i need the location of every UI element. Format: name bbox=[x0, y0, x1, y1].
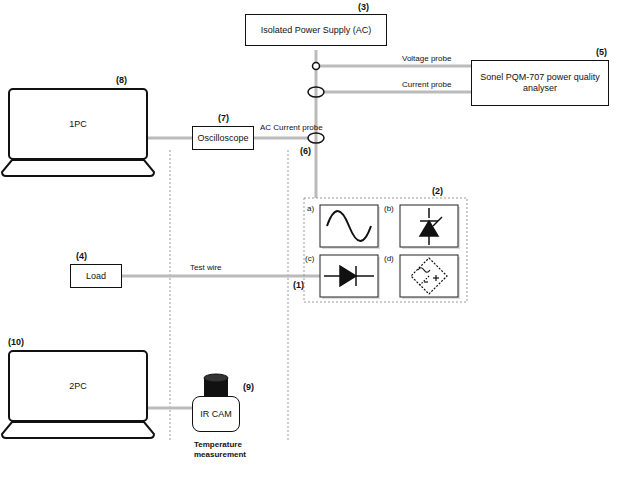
section-label: Temperature measurement bbox=[194, 440, 268, 459]
separator-line bbox=[170, 150, 171, 440]
symbol-label: a) bbox=[307, 204, 314, 214]
node-text: Load bbox=[86, 271, 106, 282]
test-wire bbox=[122, 275, 320, 278]
node-text: Oscilloscope bbox=[197, 133, 248, 144]
load-box: Load bbox=[70, 264, 122, 288]
connector-cable bbox=[148, 407, 192, 410]
ac-current-probe bbox=[308, 133, 324, 143]
voltage-probe bbox=[313, 63, 320, 70]
laptop-screen: 2PC bbox=[8, 350, 148, 422]
symbol-label: (c) bbox=[305, 254, 314, 264]
current-probe-wire bbox=[324, 91, 471, 94]
callout-number: (10) bbox=[8, 337, 24, 348]
probe-label: Current probe bbox=[402, 80, 451, 90]
callout-number: (3) bbox=[358, 2, 369, 13]
voltage-probe-wire bbox=[320, 65, 471, 68]
separator-line bbox=[288, 150, 289, 440]
diode-symbol bbox=[324, 266, 374, 286]
probe-label: Voltage probe bbox=[402, 54, 451, 64]
callout-number: (8) bbox=[116, 75, 127, 86]
power-supply-box: Isolated Power Supply (AC) bbox=[245, 14, 387, 46]
callout-number: (5) bbox=[596, 47, 607, 58]
symbol-boxes bbox=[320, 205, 460, 299]
symbol-label: (d) bbox=[384, 254, 394, 264]
thyristor-symbol bbox=[420, 208, 442, 245]
callout-number: (4) bbox=[76, 251, 87, 262]
sine-symbol bbox=[327, 211, 371, 241]
connector-cable bbox=[148, 137, 192, 140]
wire-label: Test wire bbox=[190, 263, 222, 273]
callout-number: (1) bbox=[293, 280, 304, 291]
current-probe bbox=[308, 87, 324, 97]
callout-number: (9) bbox=[243, 382, 254, 393]
symbol-label: (b) bbox=[384, 204, 394, 214]
node-text: Isolated Power Supply (AC) bbox=[261, 25, 372, 36]
circuit-region bbox=[304, 198, 467, 302]
camera-body: IR CAM bbox=[192, 396, 240, 432]
laptop-base bbox=[2, 422, 154, 438]
laptop-base bbox=[2, 160, 154, 176]
camera-lens bbox=[204, 374, 228, 397]
callout-number: (6) bbox=[300, 146, 311, 157]
rectifier-symbol bbox=[411, 258, 447, 294]
callout-number: (2) bbox=[432, 186, 443, 197]
callout-number: (7) bbox=[218, 113, 229, 124]
node-text: 1PC bbox=[69, 119, 87, 130]
node-text: IR CAM bbox=[200, 409, 232, 420]
analyser-box: Sonel PQM-707 power quality analyser bbox=[471, 60, 609, 106]
oscilloscope-box: Oscilloscope bbox=[192, 126, 254, 150]
node-text: Sonel PQM-707 power quality analyser bbox=[480, 72, 600, 94]
node-text: 2PC bbox=[69, 381, 87, 392]
laptop-screen: 1PC bbox=[8, 88, 148, 160]
ac-current-probe-wire bbox=[254, 137, 308, 140]
probe-label: AC Current probe bbox=[260, 123, 323, 133]
